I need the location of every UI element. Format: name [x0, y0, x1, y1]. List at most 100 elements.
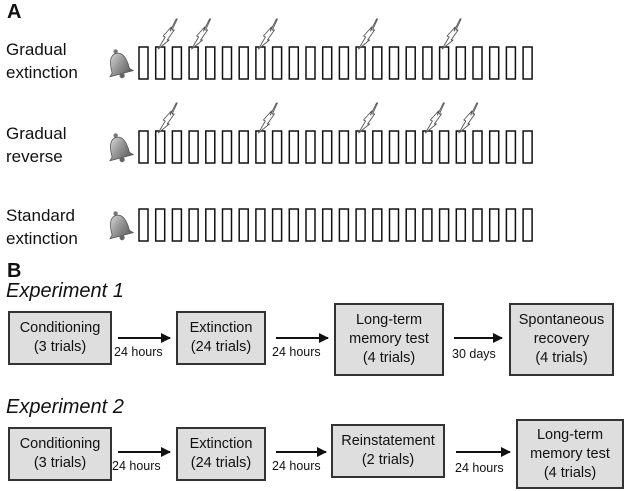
box-line: (24 trials): [190, 339, 252, 355]
trial-box: [372, 46, 383, 80]
box-line: (4 trials): [535, 350, 588, 366]
box-line: Extinction: [189, 320, 253, 336]
trial-box: [188, 46, 199, 80]
trial-box: [388, 130, 400, 164]
box-line: memory test: [530, 445, 610, 462]
lightning-bolt-icon: [358, 18, 379, 50]
row-label-gradual-reverse: Gradual reverse: [6, 122, 66, 168]
trial-box: [372, 208, 383, 242]
trial-box: [154, 208, 166, 242]
trial-box: [388, 208, 400, 242]
row-label-line1: Gradual: [6, 40, 67, 59]
trial-box: [255, 46, 266, 80]
exp1-memory-test-box: Long-term memory test (4 trials): [334, 303, 444, 376]
row-label-line1: Gradual: [6, 124, 67, 143]
trial-box: [422, 46, 433, 80]
exp2-interval-1: 24 hours: [112, 459, 161, 473]
trial-box: [205, 46, 216, 80]
flow-arrows: [118, 333, 511, 457]
trial-box: [488, 208, 500, 242]
row-label-gradual-extinction: Gradual extinction: [6, 38, 78, 84]
box-line: Conditioning: [19, 436, 101, 452]
trial-box: [238, 208, 249, 242]
lightning-bolt-icon: [358, 102, 379, 134]
row-label-line1: Standard: [6, 206, 75, 225]
exp2-conditioning-box: Conditioning (3 trials): [8, 427, 112, 481]
exp1-extinction-box: Extinction (24 trials): [176, 311, 266, 365]
trial-box: [221, 208, 233, 242]
trial-box: [238, 46, 249, 80]
box-line: Conditioning: [19, 320, 101, 336]
bell-icon: [109, 49, 135, 79]
box-line: (4 trials): [543, 464, 597, 481]
trial-box: [288, 46, 300, 80]
trial-box: [522, 130, 533, 164]
trial-box: [321, 208, 333, 242]
trial-box: [305, 46, 316, 80]
trial-box: [221, 46, 233, 80]
trial-box: [171, 46, 183, 80]
trial-box: [438, 130, 450, 164]
trial-box: [321, 130, 333, 164]
exp2-extinction-box: Extinction (24 trials): [176, 427, 266, 481]
trial-box: [205, 208, 216, 242]
box-line: Long-term: [536, 426, 604, 443]
trial-box: [321, 46, 333, 80]
box-line: Long-term: [355, 312, 423, 328]
row-label-line2: extinction: [6, 63, 78, 82]
trial-box: [372, 130, 383, 164]
trial-box: [355, 46, 366, 80]
lightning-bolt-icon: [157, 18, 178, 50]
box-line: recovery: [533, 331, 590, 347]
trial-box: [221, 130, 233, 164]
panel-a-letter: A: [7, 1, 22, 23]
exp1-interval-3: 30 days: [452, 347, 496, 361]
trial-box: [488, 130, 500, 164]
trial-box: [138, 46, 149, 80]
trial-box: [472, 130, 483, 164]
row-label-line2: extinction: [6, 229, 78, 248]
trial-box: [405, 130, 416, 164]
trial-box: [505, 208, 517, 242]
trial-box: [255, 130, 266, 164]
exp1-conditioning-box: Conditioning (3 trials): [8, 311, 112, 365]
trial-box: [438, 46, 450, 80]
row-label-line2: reverse: [6, 147, 63, 166]
trial-box: [171, 208, 183, 242]
trial-box: [355, 208, 366, 242]
trial-box: [522, 46, 533, 80]
trial-box: [138, 130, 149, 164]
trial-box: [488, 46, 500, 80]
trial-box: [305, 130, 316, 164]
trial-box: [522, 208, 533, 242]
trial-box: [355, 130, 366, 164]
bell-icon: [109, 211, 135, 241]
lightning-bolt-icon: [257, 18, 278, 50]
trial-box: [205, 130, 216, 164]
trial-box: [338, 208, 350, 242]
exp1-interval-2: 24 hours: [272, 345, 321, 359]
trial-box: [388, 46, 400, 80]
trial-box: [188, 130, 199, 164]
trial-box: [271, 46, 283, 80]
row-label-standard-extinction: Standard extinction: [6, 204, 78, 250]
trial-box: [455, 46, 467, 80]
exp2-memory-test-box: Long-term memory test (4 trials): [516, 419, 624, 489]
exp1-interval-1: 24 hours: [114, 345, 163, 359]
trial-box: [472, 46, 483, 80]
lightning-bolt-icon: [257, 102, 278, 134]
trial-box: [405, 46, 416, 80]
box-line: (3 trials): [33, 455, 87, 471]
trial-box: [238, 130, 249, 164]
trial-box: [455, 130, 467, 164]
trial-box: [338, 130, 350, 164]
bell-icon: [109, 133, 135, 163]
trial-box: [188, 208, 199, 242]
trial-box: [271, 208, 283, 242]
box-line: (24 trials): [190, 455, 252, 471]
trial-box: [505, 46, 517, 80]
trial-box: [271, 130, 283, 164]
trial-box: [305, 208, 316, 242]
lightning-bolt-icon: [424, 102, 445, 134]
exp1-spontaneous-recovery-box: Spontaneous recovery (4 trials): [509, 303, 614, 376]
